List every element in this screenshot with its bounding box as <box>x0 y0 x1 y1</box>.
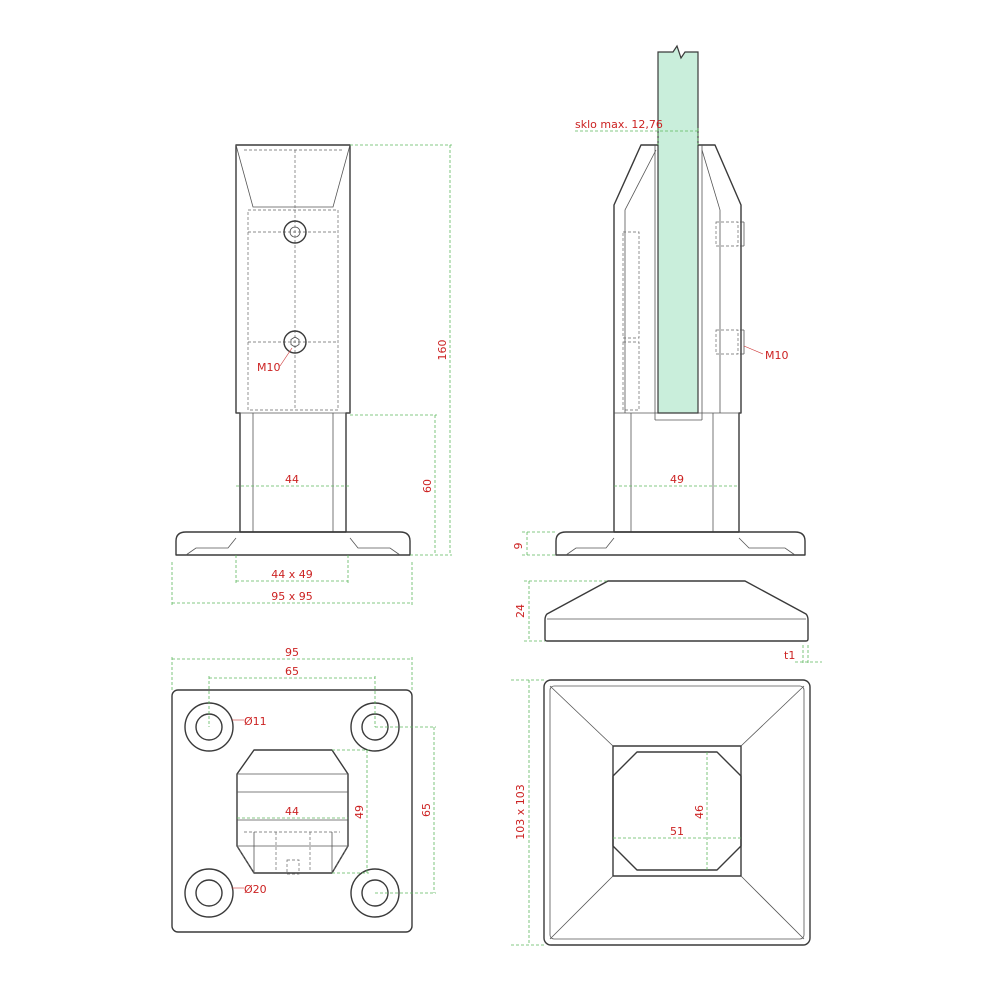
screw-head-lower <box>283 330 307 354</box>
dim-label-160: 160 <box>436 340 449 361</box>
base-plan-view: 95 65 Ø11 44 49 65 Ø20 <box>171 646 436 933</box>
plan-dim-65-horizontal: 65 <box>285 665 299 678</box>
hole-diameter-11: Ø11 <box>244 715 267 728</box>
dim-label-9: 9 <box>512 543 525 550</box>
glass-thickness-label: sklo max. 12,76 <box>575 118 663 131</box>
cover-dim-103x103: 103 x 103 <box>514 784 527 840</box>
dim-label-60: 60 <box>421 479 434 493</box>
mounting-hole-bottom-left <box>184 868 234 918</box>
dim-label-24: 24 <box>514 604 527 618</box>
thread-label-side: M10 <box>765 349 789 362</box>
front-view: 160 60 44 44 x 49 95 x 95 M10 <box>171 144 452 605</box>
plan-dim-95: 95 <box>285 646 299 659</box>
dim-label-t1: t1 <box>784 649 795 662</box>
plan-dim-65-vertical: 65 <box>420 803 433 817</box>
cover-dim-46: 46 <box>693 805 706 819</box>
dim-label-49: 49 <box>670 473 684 486</box>
cover-dim-51: 51 <box>670 825 684 838</box>
side-view: sklo max. 12,76 M10 49 9 <box>512 44 806 556</box>
cover-profile: 24 t1 <box>514 580 822 664</box>
dim-label-44x49: 44 x 49 <box>271 568 313 581</box>
glass-panel <box>657 44 699 414</box>
hole-diameter-20: Ø20 <box>244 883 267 896</box>
dim-label-44: 44 <box>285 473 299 486</box>
dim-label-95x95: 95 x 95 <box>271 590 313 603</box>
plan-dim-44: 44 <box>285 805 299 818</box>
screw-head-upper <box>283 220 307 244</box>
thread-label-front: M10 <box>257 361 281 374</box>
plan-dim-49: 49 <box>353 805 366 819</box>
cover-plan-view: 103 x 103 46 51 <box>511 679 811 946</box>
